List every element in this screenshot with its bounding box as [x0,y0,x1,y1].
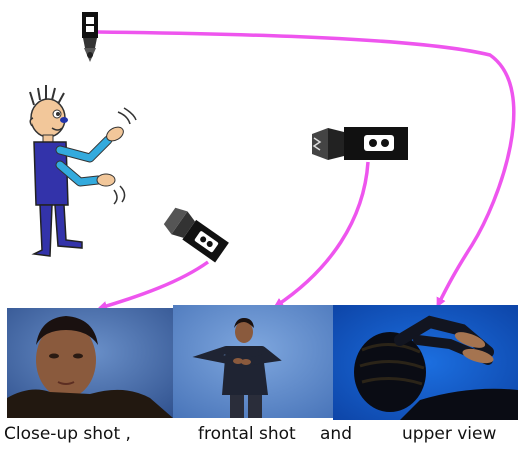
upper-view-photo [333,305,518,420]
signer-cartoon-icon [30,85,136,256]
closeup-camera-icon [162,204,230,264]
frontal-photo [173,305,333,418]
overhead-arrow [98,32,514,305]
closeup-arrow [100,262,208,308]
frontal-camera-icon [312,127,408,160]
caption-upper-view: upper view [402,424,496,444]
caption-and: and [320,424,352,444]
closeup-photo [7,308,173,418]
caption-frontal: frontal shot [198,424,296,444]
caption-closeup: Close-up shot , [4,424,131,444]
frontal-arrow [276,162,368,306]
overhead-camera-icon [82,12,98,62]
